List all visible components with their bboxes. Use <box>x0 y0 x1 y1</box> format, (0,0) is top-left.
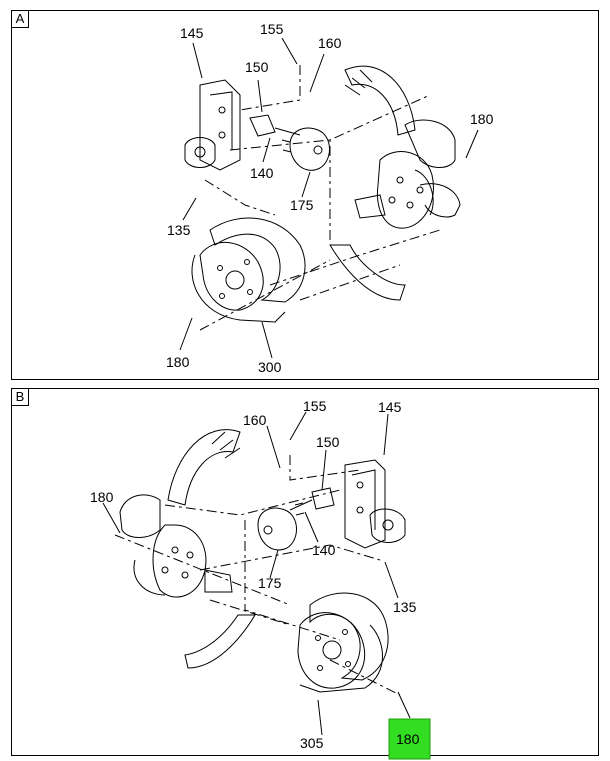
dust-shield-part <box>344 65 416 136</box>
diagram-panel-b: B <box>11 388 599 756</box>
callout-150: 150 <box>316 434 340 450</box>
shield-segment-part <box>329 244 406 301</box>
callout-150: 150 <box>245 59 269 75</box>
callout-300: 300 <box>258 359 282 375</box>
panel-a-drawing <box>179 37 479 359</box>
callout-305: 305 <box>300 735 324 751</box>
callout-180-highlighted[interactable]: 180 <box>396 731 420 747</box>
callout-160: 160 <box>318 35 342 51</box>
callout-155: 155 <box>260 21 284 37</box>
callout-175: 175 <box>258 575 282 591</box>
brake-chamber-part <box>257 487 335 551</box>
brake-shoe-part <box>191 217 306 323</box>
callout-180: 180 <box>166 354 190 370</box>
mounting-bracket-part <box>184 79 241 171</box>
diagram-panel-a: A <box>11 10 599 380</box>
steering-knuckle-part <box>119 494 233 598</box>
shield-segment-part <box>184 614 256 669</box>
dust-shield-part <box>167 429 241 506</box>
callout-145: 145 <box>180 25 204 41</box>
callout-180: 180 <box>90 489 114 505</box>
callout-135: 135 <box>393 599 417 615</box>
callout-160: 160 <box>243 412 267 428</box>
brake-chamber-part <box>249 114 330 171</box>
brake-shoe-part <box>297 592 389 693</box>
callout-155: 155 <box>303 398 327 414</box>
panel-b-drawing <box>102 411 431 760</box>
callout-140: 140 <box>250 165 274 181</box>
highlighted-callout-box <box>388 718 431 760</box>
panel-label: B <box>12 389 29 406</box>
callout-140: 140 <box>312 542 336 558</box>
callout-135: 135 <box>167 222 191 238</box>
callout-180: 180 <box>470 111 494 127</box>
steering-knuckle-part <box>354 119 461 229</box>
callout-175: 175 <box>290 197 314 213</box>
callout-145: 145 <box>378 399 402 415</box>
panel-label: A <box>12 11 29 28</box>
mounting-bracket-part <box>344 459 406 549</box>
